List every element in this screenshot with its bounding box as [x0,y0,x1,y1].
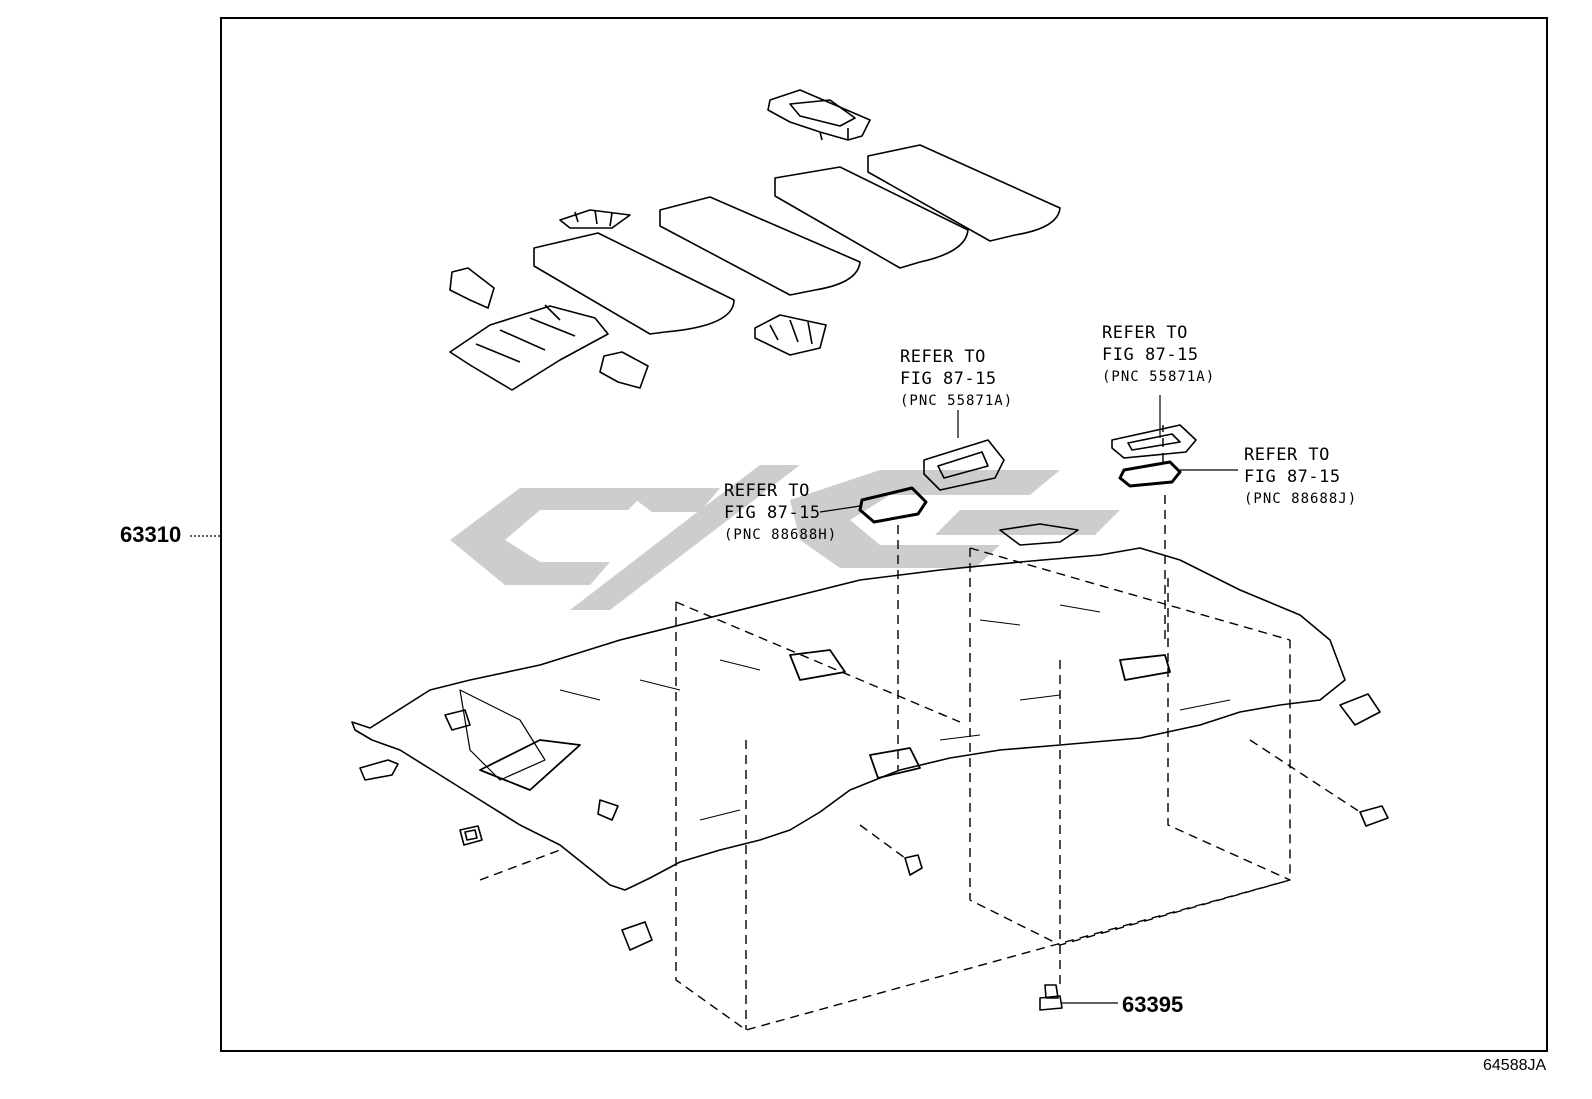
reference-pnc: (PNC 55871A) [900,393,1014,409]
pad-block-2 [599,351,649,389]
clip-front-1 [621,921,653,951]
clip-left [359,759,399,781]
reference-pnc: (PNC 88688J) [1244,491,1358,507]
reference-line-1: REFER TO [1102,323,1188,343]
bezel-88688j [1118,460,1182,488]
room-lamp-bracket [754,314,827,356]
pad-block-1 [449,267,495,309]
reference-line-2: FIG 87-15 [1102,345,1199,365]
roof-headliner [351,547,1346,891]
push-clip-63395 [1039,984,1063,1011]
reference-line-1: REFER TO [900,347,986,367]
bezel-88688h [858,486,928,524]
clip-rear-2 [1359,805,1389,827]
part-number-63310: 63310 [120,522,182,547]
roof-pad-4 [867,144,1061,242]
roof-pad-3 [774,166,969,269]
reference-line-2: FIG 87-15 [900,369,997,389]
reference-line-1: REFER TO [1244,445,1330,465]
overhead-console [767,89,871,141]
reference-label-55871a-left: REFER TO FIG 87-15 (PNC 55871A) [900,346,1013,412]
reference-label-88688j: REFER TO FIG 87-15 (PNC 88688J) [1244,444,1357,510]
guide-lines [479,425,1361,1031]
lens-part-55871a-left [923,439,1005,491]
reference-line-2: FIG 87-15 [1244,467,1341,487]
clip-rear-1 [1339,693,1381,726]
retainer-bracket [999,523,1079,546]
part-number-63395: 63395 [1122,992,1184,1017]
clip-square [459,825,483,846]
reference-pnc: (PNC 88688H) [724,527,838,543]
reference-pnc: (PNC 55871A) [1102,369,1216,385]
reference-line-1: REFER TO [724,481,810,501]
reference-line-2: FIG 87-15 [724,503,821,523]
roof-pad-2 [659,196,861,296]
reference-label-88688h: REFER TO FIG 87-15 (PNC 88688H) [724,480,837,546]
reference-label-55871a-right: REFER TO FIG 87-15 (PNC 55871A) [1102,322,1215,388]
clip-front-2 [904,854,923,876]
bracket-small-1 [559,209,631,229]
figure-code: 64588JA [1483,1057,1547,1074]
lens-part-55871a-right [1111,424,1197,459]
rear-console-bracket [449,304,609,391]
diagram-frame [220,17,1548,1052]
watermark-logo [450,465,1120,610]
leader-lines [190,395,1238,1004]
roof-pad-1 [533,232,735,335]
